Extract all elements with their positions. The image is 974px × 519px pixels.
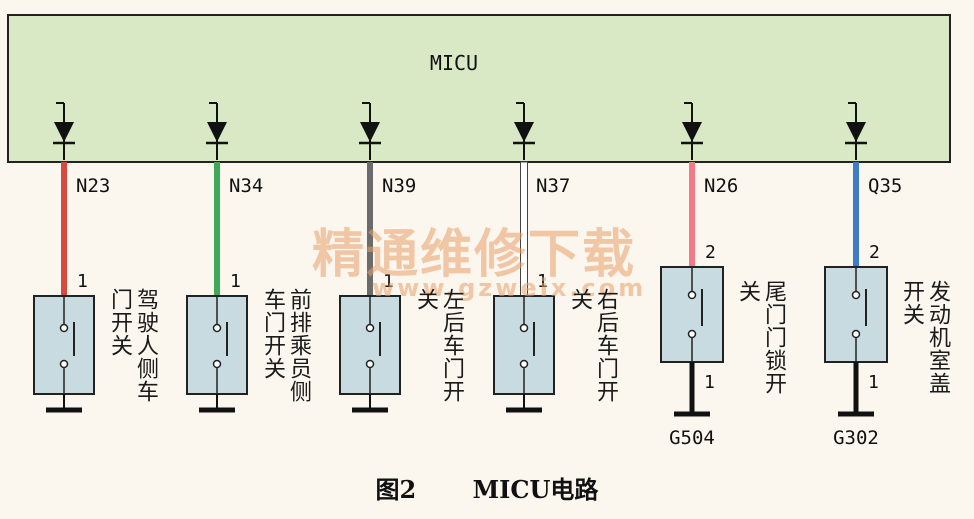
pin-number-top: 2	[869, 242, 880, 263]
watermark-text: 精通维修下载	[312, 225, 637, 285]
diode-icon	[207, 122, 227, 142]
pin-number-top: 1	[230, 271, 241, 292]
switch-contact	[365, 323, 375, 333]
diode-icon	[514, 122, 534, 142]
figure-title: MICU电路	[472, 475, 599, 504]
terminal-label: N39	[382, 175, 416, 197]
switch-contact	[519, 359, 529, 369]
diode-icon	[682, 122, 702, 142]
switch-contact	[519, 323, 529, 333]
micu-label: MICU	[430, 51, 478, 75]
diode-icon	[54, 122, 74, 142]
terminal-label: N37	[536, 175, 570, 197]
figure-number: 图2	[375, 475, 417, 504]
switch-label: 驾驶人侧车门开关	[107, 288, 158, 403]
pin-number-bottom: 1	[704, 372, 715, 393]
pin-number-top: 1	[77, 271, 88, 292]
micu-module-box	[7, 14, 951, 163]
switch-label: 尾门门锁开关	[735, 280, 786, 395]
watermark-url: www.gzweix.com	[372, 274, 647, 302]
switch-label: 右后车门开关	[567, 288, 618, 403]
terminal-label: N23	[76, 175, 110, 197]
switch-contact	[851, 329, 861, 339]
switch-contact	[59, 359, 69, 369]
terminal-label: N34	[229, 175, 263, 197]
terminal-label: Q35	[868, 175, 902, 197]
switch-contact	[365, 359, 375, 369]
switch-contact	[851, 290, 861, 300]
switch-label: 左后车门开关	[413, 288, 464, 403]
switch-contact	[59, 323, 69, 333]
switch-contact	[687, 290, 697, 300]
ground-label: G504	[669, 427, 715, 449]
ground-label: G302	[833, 427, 879, 449]
diode-icon	[360, 122, 380, 142]
pin-number-top: 2	[705, 242, 716, 263]
switch-contact	[212, 359, 222, 369]
switch-contact	[687, 329, 697, 339]
pin-number-bottom: 1	[868, 372, 879, 393]
switch-label: 前排乘员侧车门开关	[260, 288, 311, 403]
switch-contact	[212, 323, 222, 333]
pin-number-top: 1	[537, 271, 548, 292]
figure-caption: 图2 MICU电路	[0, 470, 974, 505]
pin-number-top: 1	[383, 271, 394, 292]
terminal-label: N26	[704, 175, 738, 197]
diode-icon	[846, 122, 866, 142]
switch-label: 发动机室盖开关	[899, 280, 950, 395]
